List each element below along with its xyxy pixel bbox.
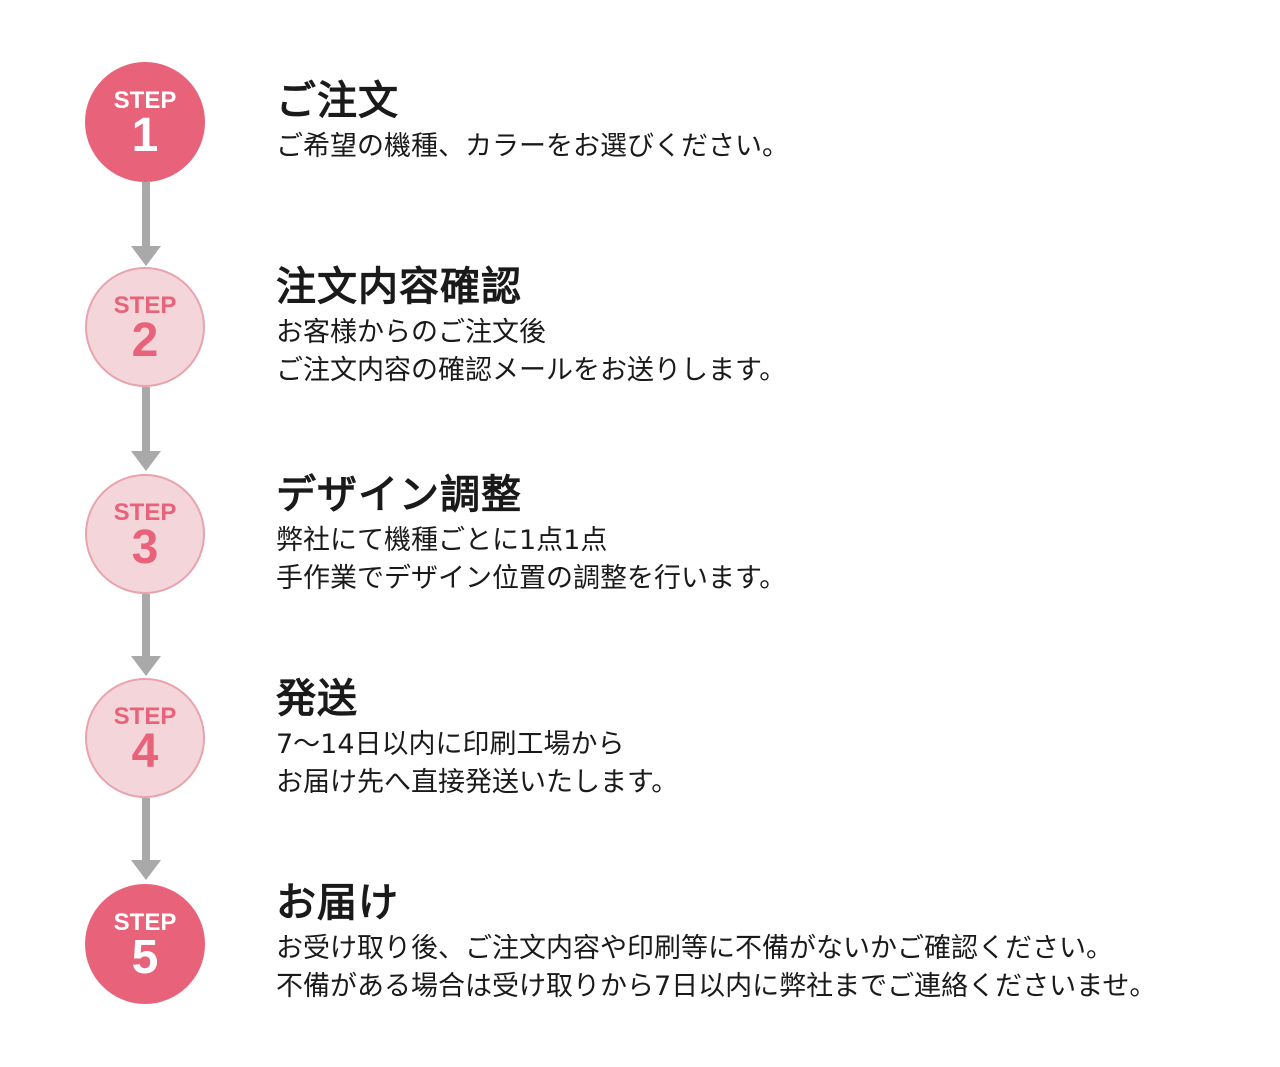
connector-4-5 xyxy=(142,798,150,864)
connector-1-2 xyxy=(142,182,150,250)
arrow-down-icon xyxy=(131,860,161,880)
step-1-description: ご希望の機種、カラーをお選びください。 xyxy=(276,131,789,162)
connector-3-4 xyxy=(142,594,150,660)
connector-2-3 xyxy=(142,387,150,455)
step-badge-number: 1 xyxy=(131,109,159,162)
step-badge-number: 4 xyxy=(131,725,159,778)
step-badge-label: STEP xyxy=(113,909,177,936)
arrow-down-icon xyxy=(131,656,161,676)
step-badge-label: STEP xyxy=(113,292,177,319)
arrow-down-icon xyxy=(131,246,161,266)
step-4-description-line-2: お届け先へ直接発送いたします。 xyxy=(276,767,679,798)
step-badge-number: 5 xyxy=(131,931,159,984)
step-4-description-line-1: 7〜14日以内に印刷工場から xyxy=(276,729,625,760)
step-badge-label: STEP xyxy=(113,87,177,114)
step-4-title: 発送 xyxy=(276,676,358,722)
step-3-badge: STEP 3 xyxy=(85,474,205,594)
step-3-description-line-2: 手作業でデザイン位置の調整を行います。 xyxy=(276,563,787,594)
step-1-badge: STEP 1 xyxy=(85,62,205,182)
step-badge-label: STEP xyxy=(113,703,177,730)
step-3-description-line-1: 弊社にて機種ごとに1点1点 xyxy=(276,525,608,556)
step-badge-label: STEP xyxy=(113,499,177,526)
step-5-content: お届け お受け取り後、ご注文内容や印刷等に不備がないかご確認ください。 不備があ… xyxy=(276,880,1256,1006)
step-2-description-line-2: ご注文内容の確認メールをお送りします。 xyxy=(276,355,787,386)
step-2-badge: STEP 2 xyxy=(85,267,205,387)
step-1-title: ご注文 xyxy=(276,78,399,124)
step-badge-number: 3 xyxy=(131,521,159,574)
step-2-description-line-1: お客様からのご注文後 xyxy=(276,317,546,348)
step-2-content: 注文内容確認 お客様からのご注文後 ご注文内容の確認メールをお送りします。 xyxy=(276,264,1256,390)
arrow-down-icon xyxy=(131,451,161,471)
step-3-title: デザイン調整 xyxy=(276,472,522,518)
step-3-content: デザイン調整 弊社にて機種ごとに1点1点 手作業でデザイン位置の調整を行います。 xyxy=(276,472,1256,598)
step-badge-number: 2 xyxy=(131,314,159,367)
step-2-title: 注文内容確認 xyxy=(276,264,522,310)
step-5-title: お届け xyxy=(276,880,399,926)
step-5-description-line-2: 不備がある場合は受け取りから7日以内に弊社までご連絡くださいませ。 xyxy=(276,971,1157,1002)
step-1-content: ご注文 ご希望の機種、カラーをお選びください。 xyxy=(276,78,1256,166)
step-5-description-line-1: お受け取り後、ご注文内容や印刷等に不備がないかご確認ください。 xyxy=(276,933,1113,964)
step-5-badge: STEP 5 xyxy=(85,884,205,1004)
step-4-badge: STEP 4 xyxy=(85,678,205,798)
step-4-content: 発送 7〜14日以内に印刷工場から お届け先へ直接発送いたします。 xyxy=(276,676,1256,802)
